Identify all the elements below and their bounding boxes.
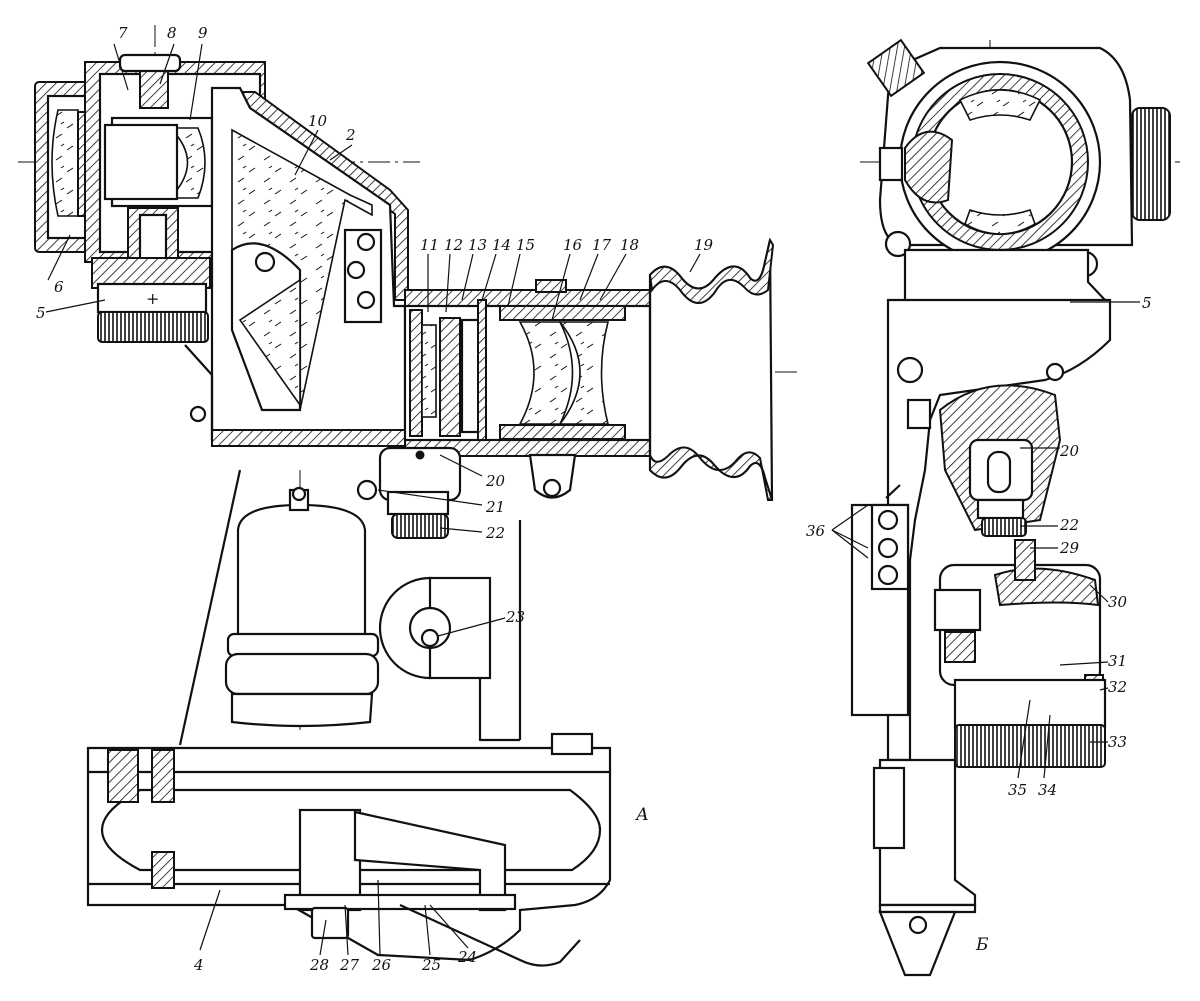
callout-19: 19 <box>694 236 714 254</box>
callout-30: 30 <box>1108 593 1128 611</box>
callout-5-b: 5 <box>1142 294 1152 312</box>
knob-5: + <box>91 257 211 343</box>
callout-20: 20 <box>485 472 506 490</box>
callout-29: 29 <box>1059 539 1080 557</box>
callout-32: 32 <box>1108 678 1127 696</box>
callout-18: 18 <box>620 236 639 254</box>
callout-23: 23 <box>505 608 525 626</box>
callout-14: 14 <box>492 236 511 254</box>
plus-mark: + <box>146 289 159 308</box>
leader-lines-a <box>45 43 701 956</box>
callout-22-b: 22 <box>1059 516 1079 534</box>
callouts-a: 7 8 9 10 2 6 5 11 12 13 14 15 16 17 18 1… <box>36 24 714 974</box>
rubber-eyecup <box>648 237 775 501</box>
callout-5: 5 <box>36 304 46 322</box>
callout-31: 31 <box>1108 652 1127 670</box>
body-front <box>886 298 1112 762</box>
callout-35: 35 <box>1008 781 1027 799</box>
tube-bracket <box>528 453 577 499</box>
view-b-label: Б <box>975 935 989 955</box>
callout-8: 8 <box>167 24 177 42</box>
callout-2: 2 <box>345 126 356 144</box>
callout-24: 24 <box>457 948 477 966</box>
body-arm <box>178 469 522 746</box>
callout-9: 9 <box>198 24 208 42</box>
view-a: + <box>18 24 800 974</box>
prism-housing <box>184 86 409 447</box>
view-a-label: А <box>635 805 649 825</box>
eyepiece-tube <box>403 279 657 457</box>
switch-unit-front <box>933 539 1107 768</box>
callout-33: 33 <box>1108 733 1127 751</box>
base-handle <box>86 732 612 967</box>
bottom-front <box>872 758 977 977</box>
callout-27: 27 <box>339 956 360 974</box>
callout-21: 21 <box>485 498 505 516</box>
callout-28: 28 <box>309 956 329 974</box>
callout-26: 26 <box>371 956 392 974</box>
leader-lines-b <box>831 301 1140 779</box>
callout-25: 25 <box>421 956 441 974</box>
callout-20-b: 20 <box>1059 442 1080 460</box>
callout-17: 17 <box>592 236 612 254</box>
callout-11: 11 <box>420 236 439 254</box>
focus-cutaway <box>938 384 1062 537</box>
callout-16: 16 <box>563 236 583 254</box>
callout-7: 7 <box>118 24 128 42</box>
view-b: 5 20 22 29 30 31 32 33 35 34 36 Б <box>806 38 1180 977</box>
switch-housing-23 <box>378 576 492 680</box>
callout-13: 13 <box>468 236 487 254</box>
callout-36: 36 <box>806 522 826 540</box>
callout-22: 22 <box>485 524 505 542</box>
callouts-b: 5 20 22 29 30 31 32 33 35 34 36 Б <box>806 294 1152 955</box>
callout-34: 34 <box>1038 781 1057 799</box>
bracket-36 <box>850 484 910 717</box>
callout-4: 4 <box>193 956 204 974</box>
callout-12: 12 <box>444 236 463 254</box>
callout-10: 10 <box>308 112 328 130</box>
battery-cylinder <box>224 486 380 728</box>
callout-15: 15 <box>516 236 535 254</box>
callout-6: 6 <box>54 278 64 296</box>
focus-knob-a <box>356 446 462 539</box>
head-front <box>866 38 1171 278</box>
